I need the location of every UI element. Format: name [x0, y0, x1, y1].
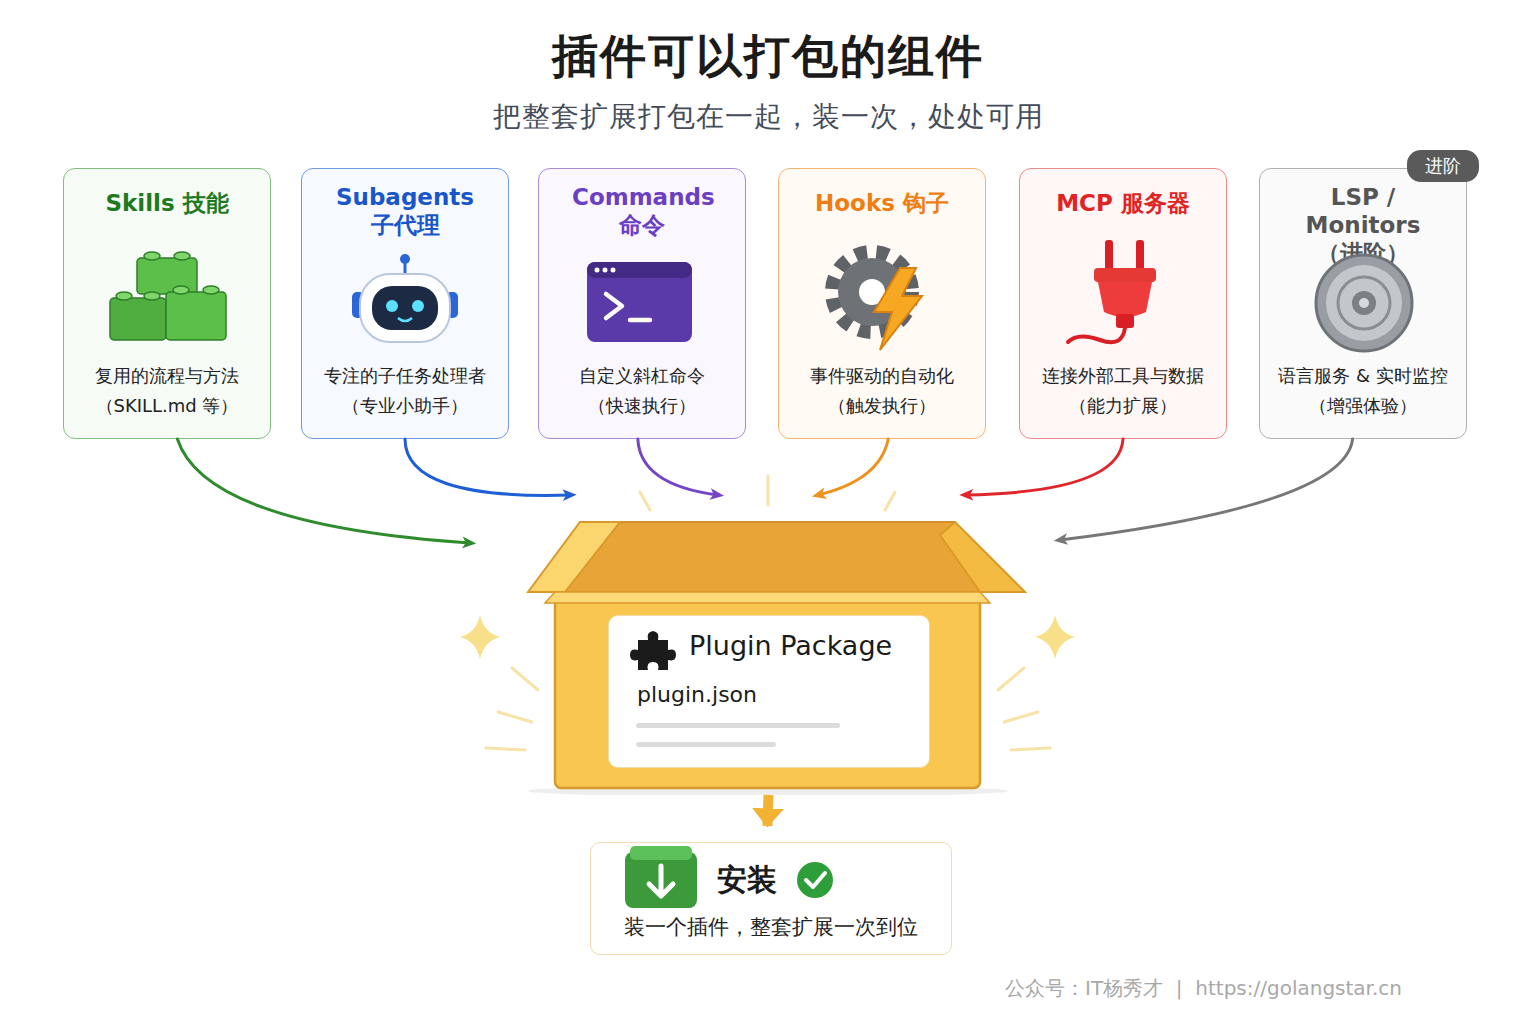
package-box: Plugin Package plugin.json	[470, 495, 1060, 795]
card-heading: MCP 服务器	[1023, 189, 1223, 217]
connector-arrow	[1060, 439, 1353, 540]
component-card: MCP 服务器连接外部工具与数据 （能力扩展）	[1019, 168, 1227, 439]
card-description: 连接外部工具与数据 （能力扩展）	[1020, 361, 1226, 421]
connector-arrow	[966, 439, 1123, 495]
install-description: 装一个插件，整套扩展一次到位	[591, 913, 951, 941]
box-opening	[555, 522, 980, 592]
card-heading: Skills 技能	[67, 189, 267, 217]
box-flap	[528, 522, 620, 592]
diagram-title: 插件可以打包的组件	[0, 26, 1536, 88]
card-heading: Hooks 钩子	[782, 189, 982, 217]
package-name: Plugin Package	[689, 630, 892, 661]
package-label-card: Plugin Package plugin.json	[608, 615, 930, 768]
card-description: 自定义斜杠命令 （快速执行）	[539, 361, 745, 421]
install-heading: 安装	[717, 860, 777, 901]
install-box: 安装装一个插件，整套扩展一次到位	[590, 842, 952, 955]
advanced-badge: 进阶	[1407, 150, 1479, 182]
watermark: 公众号：IT杨秀才 | https://golangstar.cn	[1005, 975, 1402, 1002]
component-card: Subagents 子代理专注的子任务处理者 （专业小助手）	[301, 168, 509, 439]
card-description: 专注的子任务处理者 （专业小助手）	[302, 361, 508, 421]
component-card: LSP / Monitors （进阶） 语言服务 & 实时监控 （增强体验）	[1259, 168, 1467, 439]
card-heading: Subagents 子代理	[335, 183, 475, 239]
box-front	[555, 592, 980, 788]
subtitle: 把整套扩展打包在一起，装一次，处处可用	[0, 98, 1536, 136]
card-heading: LSP / Monitors （进阶）	[1274, 183, 1452, 267]
connector-arrow	[638, 439, 718, 495]
box-flap	[545, 592, 990, 603]
component-card: Hooks 钩子事件驱动的自动化 （触发执行）	[778, 168, 986, 439]
component-card: Commands 命令自定义斜杠命令 （快速执行）	[538, 168, 746, 439]
card-description: 事件驱动的自动化 （触发执行）	[779, 361, 985, 421]
connector-arrow	[818, 439, 888, 495]
connector-arrow	[177, 439, 470, 543]
card-description: 复用的流程与方法 （SKILL.md 等）	[64, 361, 270, 421]
sparkle-star	[1035, 615, 1075, 659]
component-card: Skills 技能复用的流程与方法 （SKILL.md 等）	[63, 168, 271, 439]
card-heading: Commands 命令	[572, 183, 712, 239]
manifest-file: plugin.json	[637, 682, 757, 707]
box-flap	[940, 522, 1025, 592]
card-description: 语言服务 & 实时监控 （增强体验）	[1260, 361, 1466, 421]
sparkle-star	[460, 615, 500, 659]
connector-arrow	[405, 439, 570, 495]
connector-arrow	[767, 795, 768, 826]
